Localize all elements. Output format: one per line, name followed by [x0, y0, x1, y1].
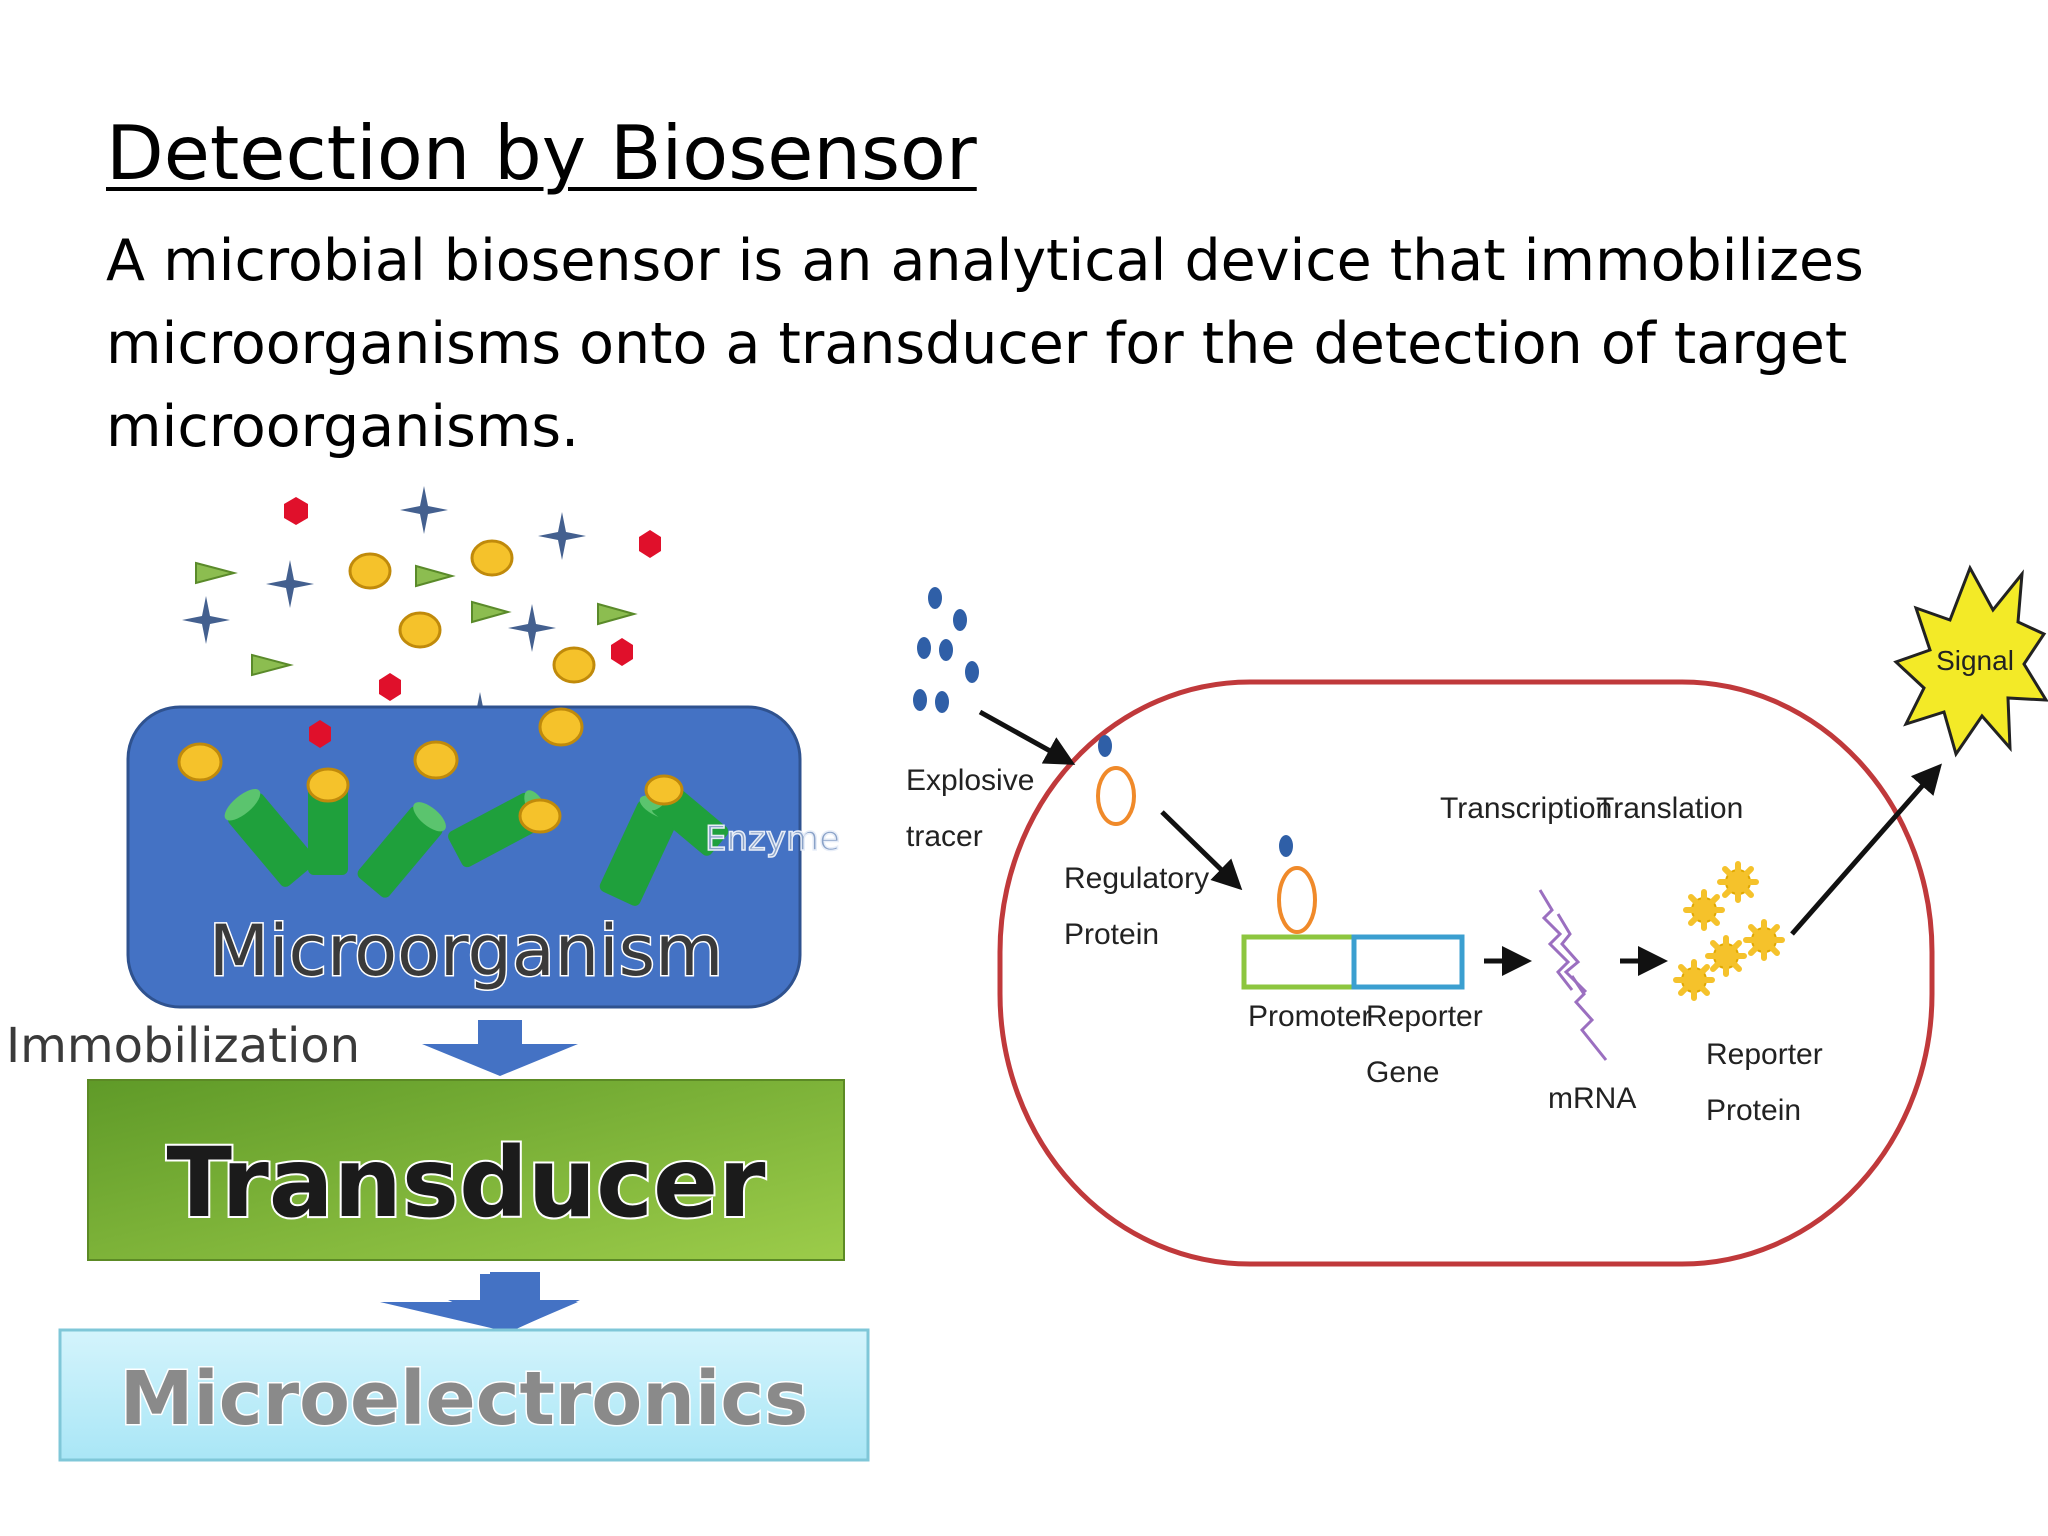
tracer-dot	[939, 639, 953, 661]
yellow-particle	[177, 742, 223, 782]
bound-regulatory-protein	[1277, 835, 1317, 934]
tracer-dot	[917, 637, 931, 659]
yellow-particle	[306, 767, 350, 803]
tracer-dot	[913, 689, 927, 711]
explosive-word: Explosive	[906, 764, 1034, 797]
reporter-protein-label: Reporter Protein	[1706, 1038, 1831, 1127]
transcription-label: Transcription	[1440, 792, 1612, 825]
transducer-label: Transducer	[167, 1127, 767, 1239]
green-triangle	[415, 564, 456, 588]
red-hexagon	[379, 673, 401, 701]
red-hexagon	[284, 497, 308, 525]
microelectronics-box	[58, 1328, 870, 1462]
mrna-strand	[1556, 913, 1588, 994]
mrna-strands	[1538, 889, 1608, 1061]
regulatory-word: Regulatory	[1064, 862, 1209, 895]
green-triangle	[597, 602, 638, 626]
slide-body-text: A microbial biosensor is an analytical d…	[106, 228, 1864, 460]
promoter-label: Promoter	[1248, 1000, 1371, 1033]
reporter-word: Reporter	[1706, 1038, 1823, 1071]
explosive-tracer-label: Explosive tracer	[906, 764, 1043, 853]
yellow-particle	[470, 539, 514, 577]
slide-title: Detection by Biosensor	[106, 109, 977, 197]
gene-word: Gene	[1366, 1056, 1439, 1089]
translation-label: Translation	[1596, 792, 1743, 825]
protein-word: Protein	[1706, 1094, 1801, 1127]
yellow-particle	[538, 707, 584, 747]
green-triangle	[195, 561, 238, 585]
tracer-dot	[965, 661, 979, 683]
immobilization-arrow	[422, 1020, 578, 1076]
cell-outline	[997, 679, 1935, 1267]
gear-teeth	[1673, 861, 1785, 1001]
transducer-to-micro-arrow	[380, 1274, 578, 1332]
immobilization-label: Immobilization	[6, 1018, 360, 1074]
green-triangle	[251, 653, 294, 677]
yellow-particle	[518, 798, 562, 834]
yellow-particle	[644, 774, 684, 806]
star-particle	[266, 560, 314, 608]
microorganism-label: Microorganism	[209, 910, 724, 992]
microelectronics-label: Microelectronics	[120, 1356, 808, 1442]
star-particle	[508, 604, 556, 652]
regulatory-protein-icon	[1096, 735, 1136, 826]
protein-to-signal-arrow	[1790, 763, 1942, 936]
red-hexagon	[309, 720, 331, 748]
enzyme-cylinder	[224, 789, 316, 887]
enzyme-cylinders	[224, 767, 729, 906]
mrna-label: mRNA	[1548, 1082, 1636, 1115]
red-hexagon	[611, 638, 633, 666]
tracer-arrow	[978, 709, 1076, 765]
yellow-particle	[552, 646, 596, 684]
explosive-tracer-dots	[913, 587, 979, 713]
red-hexagon	[639, 530, 661, 558]
enzyme-label: Enzyme	[705, 819, 840, 859]
signal-label: Signal	[1936, 645, 2014, 676]
signal-burst	[1893, 564, 2048, 758]
regulatory-arrow	[1160, 810, 1243, 891]
star-particle	[538, 512, 586, 560]
reporter-word: Reporter	[1366, 1000, 1483, 1033]
tracer-dot	[935, 691, 949, 713]
green-triangle	[471, 600, 512, 624]
mrna-strand	[1570, 975, 1608, 1061]
tracer-dot	[928, 587, 942, 609]
tracer-dot	[953, 609, 967, 631]
protein-word: Protein	[1064, 918, 1159, 951]
tracer-word: tracer	[906, 820, 983, 853]
reporter-gene-box	[1351, 934, 1465, 990]
promoter-box	[1241, 934, 1357, 990]
star-particle	[182, 596, 230, 644]
right-diagram: Explosive tracer Regulatory Protein Prom…	[906, 564, 2048, 1267]
yellow-particle	[413, 740, 459, 780]
yellow-particle	[398, 611, 442, 649]
mrna-strand	[1538, 889, 1574, 991]
regulatory-protein-label: Regulatory Protein	[1064, 862, 1217, 951]
star-particle	[400, 486, 448, 534]
left-diagram: Enzyme Microorganism Immobilization Tran…	[5, 486, 870, 1462]
reporter-gene-label: Reporter Gene	[1366, 1000, 1491, 1089]
yellow-particle	[348, 552, 392, 590]
enzyme-cylinder	[357, 802, 446, 898]
transducer-box	[87, 1079, 845, 1261]
